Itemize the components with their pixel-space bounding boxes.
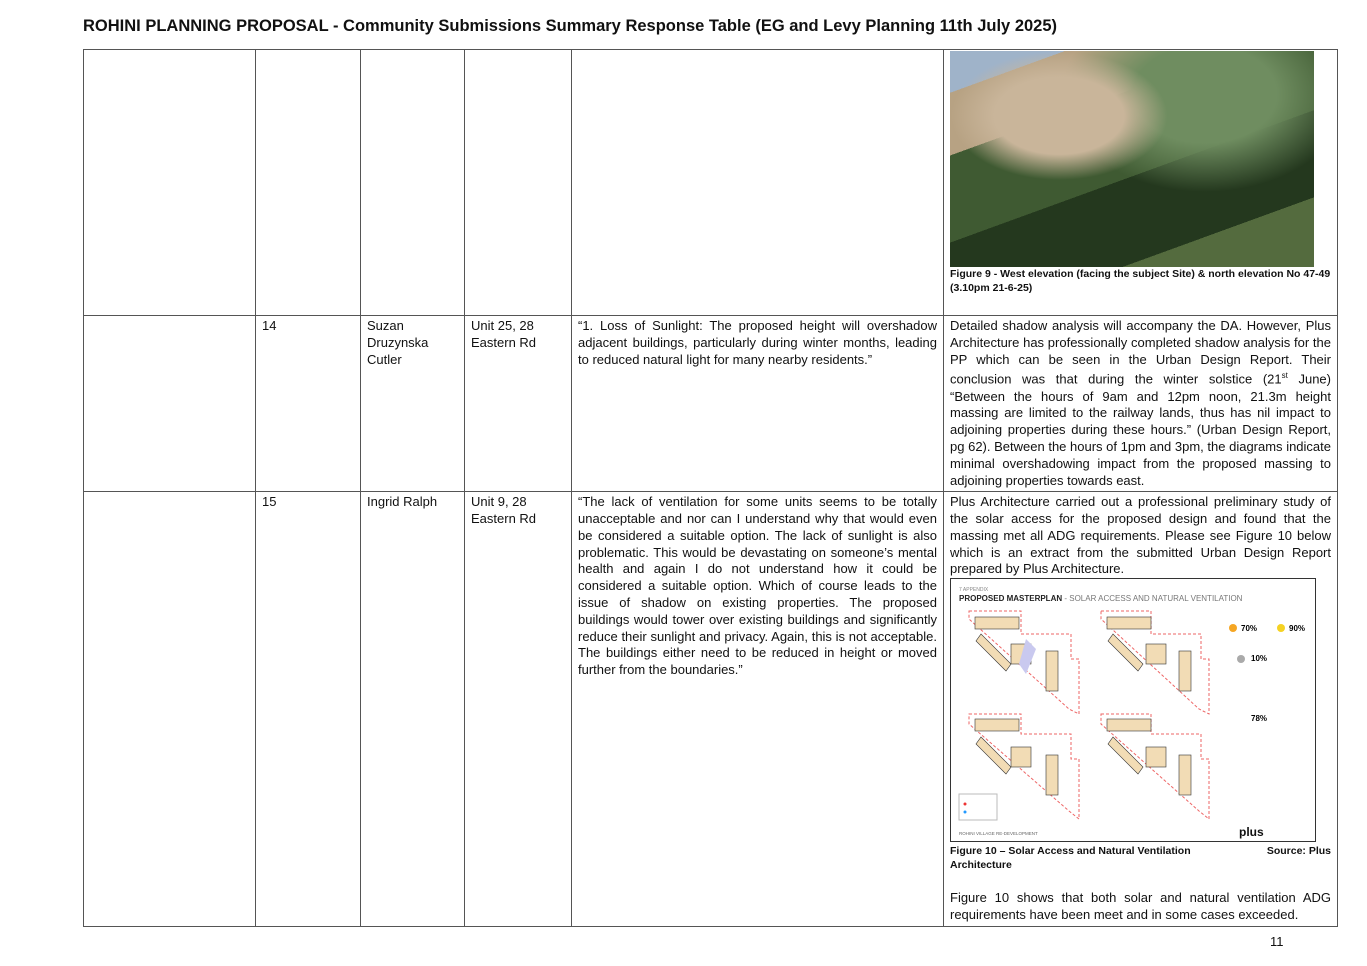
submitter-address: Unit 9, 28 Eastern Rd xyxy=(464,491,572,927)
table-row: Figure 9 - West elevation (facing the su… xyxy=(83,49,1338,316)
response-cell: Plus Architecture carried out a professi… xyxy=(943,491,1338,927)
page-title: ROHINI PLANNING PROPOSAL - Community Sub… xyxy=(83,17,1058,35)
row-number: 14 xyxy=(255,314,361,493)
submitter-address: Unit 25, 28 Eastern Rd xyxy=(464,314,572,493)
figure-9-photo xyxy=(950,51,1314,267)
svg-text:10%: 10% xyxy=(1251,654,1267,663)
response-text: Detailed shadow analysis will accompany … xyxy=(943,314,1338,493)
submitter-name: Suzan Druzynska Cutler xyxy=(360,314,465,493)
page-number: 11 xyxy=(1270,934,1284,949)
response-text-after: Figure 10 shows that both solar and natu… xyxy=(950,890,1331,923)
svg-text:PROPOSED MASTERPLAN - SOLAR AC: PROPOSED MASTERPLAN - SOLAR ACCESS AND N… xyxy=(959,594,1243,603)
svg-text:70%: 70% xyxy=(1241,624,1257,633)
table-row: 14 Suzan Druzynska Cutler Unit 25, 28 Ea… xyxy=(83,314,1338,493)
figure-10-caption-line2: Architecture xyxy=(950,859,1012,872)
table-row: 15 Ingrid Ralph Unit 9, 28 Eastern Rd “T… xyxy=(83,491,1338,927)
row-number: 15 xyxy=(255,491,361,927)
submitter-name: Ingrid Ralph xyxy=(360,491,465,927)
svg-text:90%: 90% xyxy=(1289,624,1305,633)
figure-9-caption: Figure 9 - West elevation (facing the su… xyxy=(950,268,1331,294)
submission-text: “The lack of ventilation for some units … xyxy=(571,491,944,927)
svg-text:ROHINI VILLAGE RE-DEVELOPMENT: ROHINI VILLAGE RE-DEVELOPMENT xyxy=(959,831,1038,836)
svg-text:7 APPENDIX: 7 APPENDIX xyxy=(959,587,989,593)
response-text: Plus Architecture carried out a professi… xyxy=(950,494,1331,577)
submission-text: “1. Loss of Sunlight: The proposed heigh… xyxy=(571,314,944,493)
figure-10-caption: Figure 10 – Solar Access and Natural Ven… xyxy=(950,845,1331,858)
submissions-table: Figure 9 - West elevation (facing the su… xyxy=(83,49,1338,927)
svg-text:78%: 78% xyxy=(1251,714,1267,723)
svg-text:plus: plus xyxy=(1239,825,1264,839)
figure-10-masterplan-image: 7 APPENDIX PROPOSED MASTERPLAN - SOLAR A… xyxy=(950,578,1316,843)
